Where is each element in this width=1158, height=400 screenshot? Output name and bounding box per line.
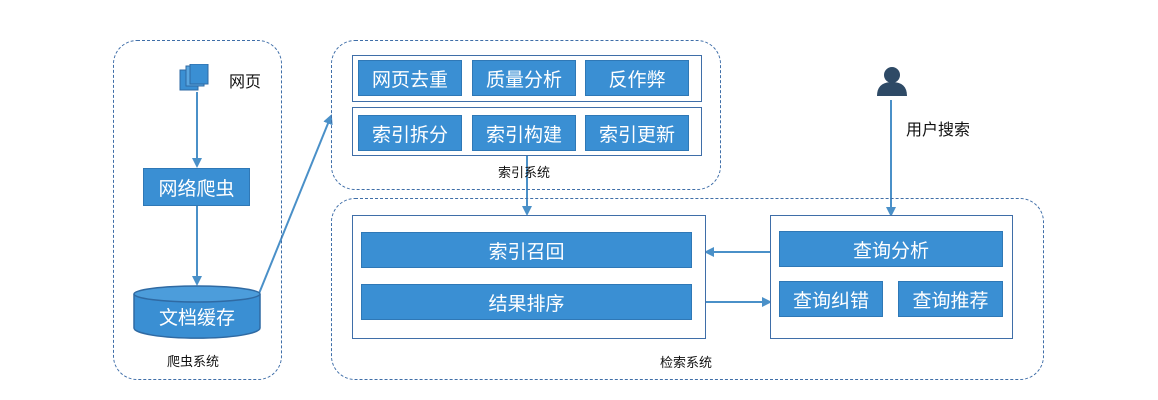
index-system-group [331,40,721,190]
document-cache-cylinder [133,285,261,339]
document-icon [179,64,209,91]
user-icon [877,67,907,96]
result-ranking-block: 结果排序 [361,284,692,320]
web-crawler-block: 网络爬虫 [143,168,250,206]
arrow-cache-to-index [257,114,333,297]
index-update-block: 索引更新 [585,115,689,151]
query-correction-block: 查询纠错 [779,281,883,317]
index-build-block: 索引构建 [472,115,576,151]
index-system-label: 索引系统 [498,166,551,181]
anti-cheat-block: 反作弊 [585,60,689,96]
document-cache-label: 文档缓存 [158,307,235,329]
dedup-block: 网页去重 [358,60,462,96]
quality-analysis-block: 质量分析 [472,60,576,96]
retrieval-system-group [331,198,1044,380]
query-recommend-block: 查询推荐 [898,281,1003,317]
query-analysis-block: 查询分析 [779,231,1003,267]
index-split-block: 索引拆分 [358,115,462,151]
webpage-label: 网页 [229,72,262,91]
user-search-label: 用户搜索 [906,120,971,139]
index-recall-block: 索引召回 [361,232,692,268]
crawler-system-label: 爬虫系统 [167,355,220,370]
crawler-system-group [113,40,282,380]
retrieval-system-label: 检索系统 [660,356,713,371]
